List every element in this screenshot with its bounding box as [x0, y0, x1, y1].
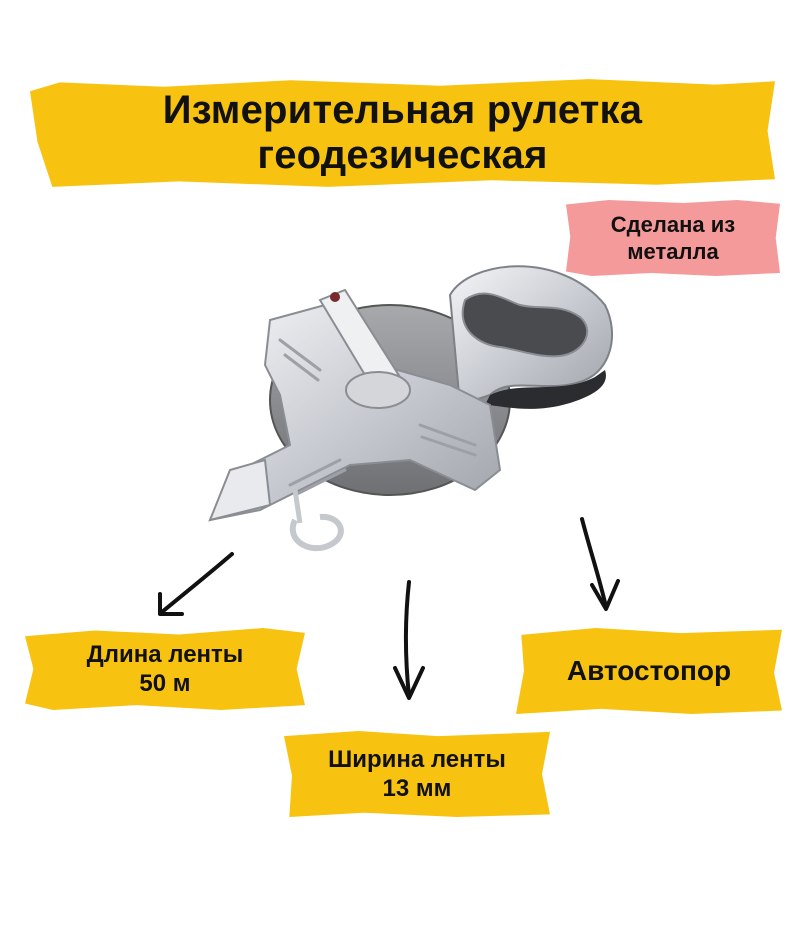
material-note: Сделана из металла — [566, 200, 780, 276]
tape-width-value: 13 мм — [382, 775, 452, 802]
arrow-down-left-icon — [158, 552, 234, 616]
title-line-2: геодезическая — [257, 133, 548, 177]
arrow-down-icon — [393, 580, 425, 700]
tape-length-value: 50 м — [139, 670, 191, 697]
arrow-down-right-icon — [580, 517, 620, 611]
material-note-line-2: металла — [627, 239, 719, 264]
hook-ring — [289, 513, 344, 552]
lever-pin — [330, 292, 340, 302]
page-title: Измерительная рулетка геодезическая — [163, 88, 642, 178]
auto-stop-text: Автостопор — [566, 655, 732, 686]
frame — [208, 303, 502, 522]
tape-length-label: Длина ленты 50 м — [25, 628, 305, 710]
handle-grip-slot — [461, 292, 589, 358]
tape-length-title: Длина ленты — [86, 641, 244, 668]
material-note-line-1: Сделана из — [610, 212, 736, 237]
reel-hub — [345, 371, 411, 409]
measuring-tape-reel-icon — [208, 265, 614, 552]
title-line-1: Измерительная рулетка — [162, 88, 643, 132]
handle-dark-edge — [485, 370, 606, 409]
auto-stop-label: Автостопор — [516, 628, 782, 714]
tape-width-title: Ширина ленты — [328, 746, 506, 773]
tape-width-label: Ширина ленты 13 мм — [284, 731, 550, 817]
tape-tip — [208, 458, 272, 522]
title-banner: Измерительная рулетка геодезическая — [30, 79, 775, 187]
